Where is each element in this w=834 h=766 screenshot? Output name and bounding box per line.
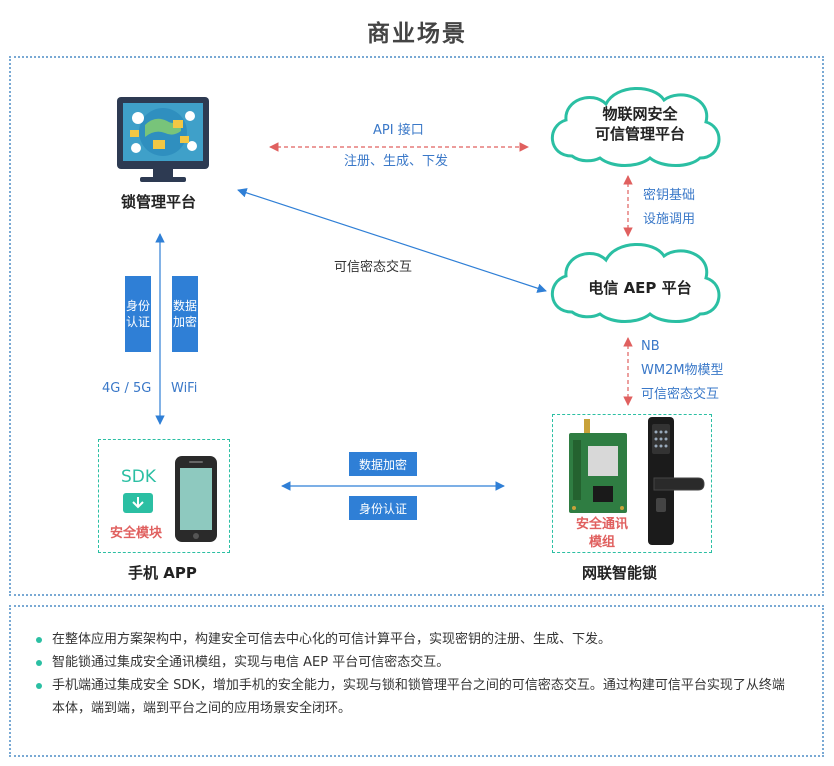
note-item: 在整体应用方案架构中，构建安全可信去中心化的可信计算平台，实现密钥的注册、生成、… bbox=[36, 628, 796, 651]
nb-label: NB bbox=[641, 339, 660, 354]
download-icon bbox=[123, 493, 153, 513]
mobile-app-label: 手机 APP bbox=[128, 564, 197, 582]
lock-platform-label: 锁管理平台 bbox=[121, 193, 197, 211]
mobile-app-box bbox=[98, 439, 230, 553]
comm-module-icon bbox=[569, 419, 627, 513]
note-item: 智能锁通过集成安全通讯模组，实现与电信 AEP 平台可信密态交互。 bbox=[36, 651, 796, 674]
iot-cloud-label: 物联网安全 可信管理平台 bbox=[580, 104, 700, 144]
iot-cloud-line-1: 物联网安全 bbox=[602, 105, 678, 123]
key-base-label: 密钥基础 bbox=[643, 188, 696, 203]
trusted-exchange-label: 可信密态交互 bbox=[334, 260, 413, 275]
comm-module-line-2: 模组 bbox=[588, 535, 615, 550]
phone-icon bbox=[175, 456, 217, 542]
notes-frame bbox=[9, 605, 824, 757]
comm-module-line-1: 安全通讯 bbox=[575, 517, 628, 532]
net-wifi-label: WiFi bbox=[171, 381, 198, 396]
aep-cloud-icon bbox=[550, 243, 721, 323]
iot-cloud-icon bbox=[550, 87, 721, 167]
data-encrypt-tag: 数据加密 bbox=[349, 452, 418, 476]
page-title: 商业场景 bbox=[367, 21, 467, 47]
note-item: 手机端通过集成安全 SDK，增加手机的安全能力，实现与锁和锁管理平台之间的可信密… bbox=[36, 674, 796, 720]
nb-exchange-label: 可信密态交互 bbox=[641, 387, 720, 402]
monitor-icon bbox=[117, 97, 209, 182]
identity-auth-tag-vertical: 身份认证 bbox=[125, 276, 151, 352]
data-encrypt-tag-vertical: 数据加密 bbox=[172, 276, 198, 352]
api-sub-label: 注册、生成、下发 bbox=[344, 154, 449, 169]
comm-module-label: 安全通讯 模组 bbox=[572, 516, 632, 552]
iot-cloud-line-2: 可信管理平台 bbox=[594, 125, 685, 143]
identity-auth-tag: 身份认证 bbox=[349, 496, 418, 520]
smart-lock-box bbox=[552, 414, 712, 553]
trusted-exchange-arrow bbox=[237, 188, 547, 293]
net-4g-label: 4G / 5G bbox=[102, 381, 152, 396]
security-module-label: 安全模块 bbox=[110, 526, 163, 541]
api-label: API 接口 bbox=[373, 123, 424, 138]
smart-lock-label: 网联智能锁 bbox=[582, 564, 658, 582]
aep-cloud-label: 电信 AEP 平台 bbox=[588, 279, 692, 297]
door-lock-icon bbox=[648, 417, 705, 545]
diagram-frame bbox=[9, 56, 824, 596]
notes-list: 在整体应用方案架构中，构建安全可信去中心化的可信计算平台，实现密钥的注册、生成、… bbox=[36, 628, 796, 720]
sdk-label: SDK bbox=[121, 467, 157, 487]
wm2m-label: WM2M物模型 bbox=[641, 363, 724, 378]
key-base-sub-label: 设施调用 bbox=[643, 212, 696, 227]
